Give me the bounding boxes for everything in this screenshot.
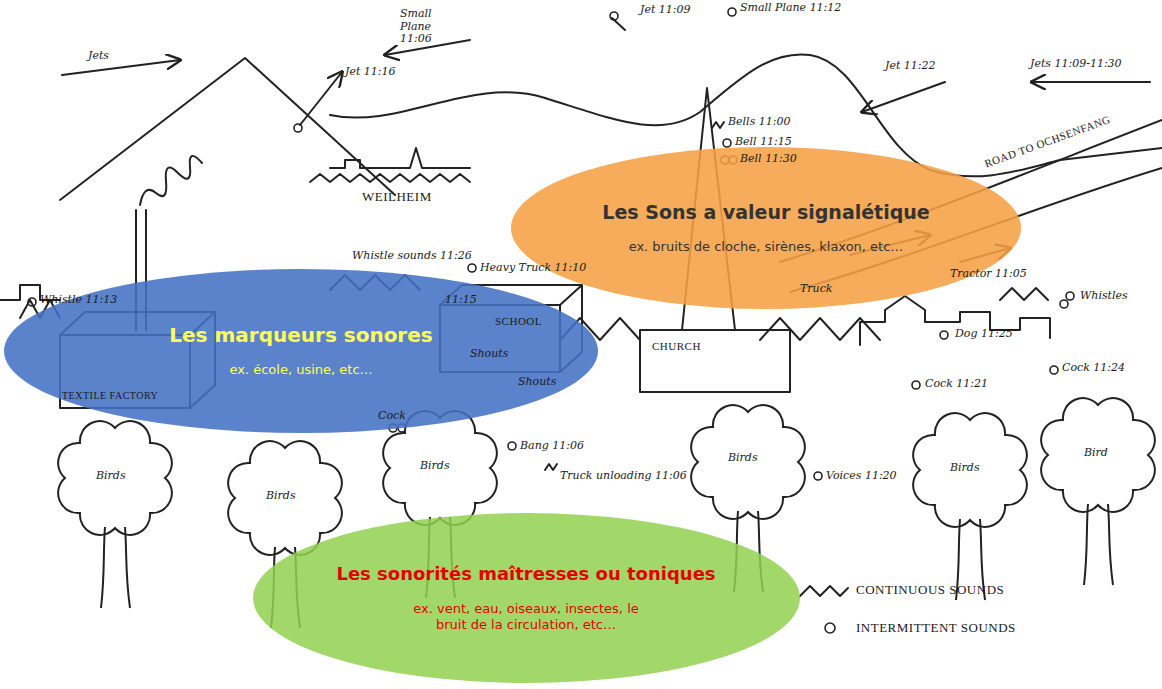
ellipse-outline bbox=[3, 268, 599, 434]
sound-note: Bang 11:06 bbox=[520, 440, 584, 453]
sound-note: Jets bbox=[88, 50, 109, 63]
sound-note: Birds bbox=[266, 490, 296, 503]
sound-note: Bell 11:30 bbox=[740, 153, 797, 166]
sound-note: 11:15 bbox=[445, 294, 477, 307]
sound-note: Jets 11:09-11:30 bbox=[1030, 58, 1122, 71]
sound-note: Jet 11:09 bbox=[640, 4, 691, 17]
sound-note: Birds bbox=[96, 470, 126, 483]
sound-note: Shouts bbox=[518, 376, 556, 389]
sound-note: Whistles bbox=[1080, 290, 1128, 303]
place-name: CHURCH bbox=[652, 340, 701, 353]
sound-note: Small Plane 11:06 bbox=[400, 8, 464, 46]
ellipse-outline bbox=[510, 146, 1022, 310]
keynote-examples: ex. vent, eau, oiseaux, insectes, le bru… bbox=[401, 601, 651, 634]
legend-continuous: CONTINUOUS SOUNDS bbox=[856, 582, 1004, 598]
sound-note: Truck bbox=[800, 283, 833, 296]
sound-note: Bell 11:15 bbox=[735, 136, 792, 149]
sound-note: Cock bbox=[378, 410, 406, 423]
sound-marker-heading: Les marqueurs sonores bbox=[169, 323, 432, 348]
signal-sound-examples: ex. bruits de cloche, sirènes, klaxon, e… bbox=[629, 239, 904, 255]
signal-sound-heading: Les Sons a valeur signalétique bbox=[602, 201, 929, 225]
sound-category-ellipse: Les Sons a valeur signalétique ex. bruits… bbox=[510, 146, 1022, 310]
sound-note: Cock 11:24 bbox=[1062, 362, 1125, 375]
sound-marker-examples: ex. école, usine, etc… bbox=[229, 362, 372, 378]
ellipse-outline bbox=[252, 512, 801, 684]
sound-note: Tractor 11:05 bbox=[950, 268, 1027, 281]
sound-note: Jet 11:16 bbox=[345, 66, 396, 79]
ellipse-fill bbox=[511, 147, 1021, 309]
legend-intermittent: INTERMITTENT SOUNDS bbox=[856, 620, 1016, 636]
keynote-heading: Les sonorités maîtresses ou toniques bbox=[336, 563, 715, 586]
sound-note: Jet 11:22 bbox=[885, 60, 936, 73]
sound-note: Birds bbox=[950, 462, 980, 475]
ellipse-fill bbox=[4, 269, 598, 433]
place-name: WEILHEIM bbox=[362, 190, 432, 205]
sound-note: Cock 11:21 bbox=[925, 378, 988, 391]
sound-note: Bird bbox=[1084, 447, 1108, 460]
sound-note: Bells 11:00 bbox=[728, 116, 790, 129]
sound-note: Truck unloading 11:06 bbox=[560, 470, 687, 483]
place-name: ROAD TO OCHSENFANG bbox=[983, 113, 1112, 170]
sound-note: Birds bbox=[728, 452, 758, 465]
sound-note: Whistle 11:13 bbox=[40, 294, 117, 307]
sound-category-ellipse: Les sonorités maîtresses ou toniques ex. … bbox=[252, 512, 801, 684]
sound-note: Heavy Truck 11:10 bbox=[480, 262, 586, 275]
sound-note: Birds bbox=[420, 460, 450, 473]
sound-category-ellipse: Les marqueurs sonores ex. école, usine, e… bbox=[3, 268, 599, 434]
sound-note: Whistle sounds 11:26 bbox=[352, 250, 472, 263]
ellipse-fill bbox=[253, 513, 800, 683]
place-name: SCHOOL bbox=[495, 315, 542, 328]
place-name: TEXTILE FACTORY bbox=[62, 390, 158, 402]
sound-note: Voices 11:20 bbox=[826, 470, 897, 483]
sound-note: Shouts bbox=[470, 348, 508, 361]
sound-note: Dog 11:25 bbox=[955, 328, 1013, 341]
sound-note: Small Plane 11:12 bbox=[740, 2, 841, 15]
